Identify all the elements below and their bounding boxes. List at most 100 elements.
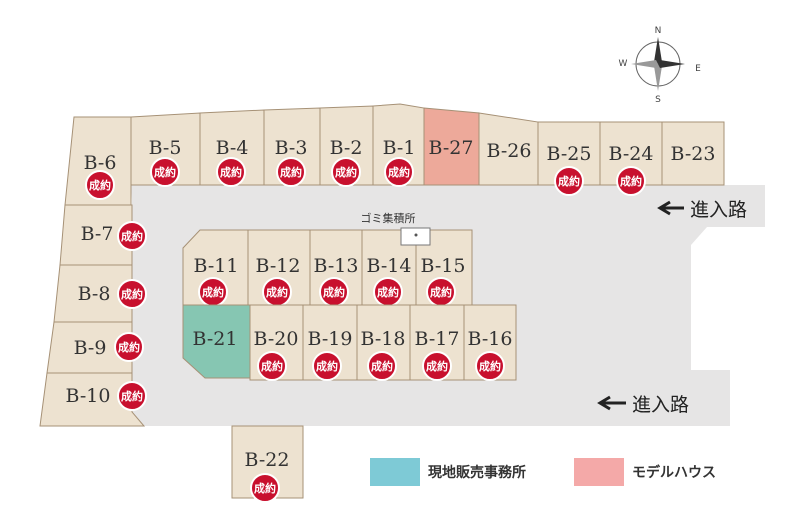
sold-badge: 成約 xyxy=(276,157,306,187)
legend-model-label: モデルハウス xyxy=(632,464,716,481)
lot-B-18[interactable]: B-18 成約 xyxy=(356,304,411,381)
lot-B-19[interactable]: B-19 成約 xyxy=(302,304,358,381)
svg-text:成約: 成約 xyxy=(220,165,242,179)
compass-e: E xyxy=(695,64,701,74)
lot-label: B-24 xyxy=(609,143,654,165)
lot-label: B-12 xyxy=(256,255,301,277)
lot-label: B-4 xyxy=(216,137,249,159)
arrow-left-icon xyxy=(657,200,684,216)
svg-text:成約: 成約 xyxy=(280,165,302,179)
svg-text:成約: 成約 xyxy=(121,389,143,403)
lot-label: B-23 xyxy=(671,143,716,165)
sold-badge: 成約 xyxy=(117,221,147,251)
lot-label: B-2 xyxy=(330,137,363,159)
lot-label: B-17 xyxy=(415,328,460,350)
lot-label: B-25 xyxy=(547,143,592,165)
svg-text:成約: 成約 xyxy=(479,359,501,373)
svg-text:成約: 成約 xyxy=(118,340,140,354)
lot-B-23[interactable]: B-23 xyxy=(661,121,725,186)
compass-w: W xyxy=(619,59,628,69)
lot-B-13[interactable]: B-13 成約 xyxy=(309,229,363,307)
svg-text:成約: 成約 xyxy=(261,359,283,373)
lot-label: B-15 xyxy=(421,255,466,277)
svg-text:成約: 成約 xyxy=(377,285,399,299)
lot-label: B-13 xyxy=(314,255,359,277)
lot-B-17[interactable]: B-17 成約 xyxy=(409,304,465,381)
lot-B-15[interactable]: B-15 成約 xyxy=(415,229,473,307)
lot-B-6[interactable]: B-6 成約 xyxy=(64,116,132,206)
lot-label: B-27 xyxy=(429,137,474,159)
sold-badge: 成約 xyxy=(373,277,403,307)
arrow-left-icon xyxy=(597,395,626,411)
lot-B-22[interactable]: B-22 成約 xyxy=(231,425,304,503)
lot-label: B-3 xyxy=(275,137,308,159)
svg-text:成約: 成約 xyxy=(202,285,224,299)
lot-B-4[interactable]: B-4 成約 xyxy=(199,109,265,187)
lot-B-11[interactable]: B-11 成約 xyxy=(182,229,249,307)
svg-text:成約: 成約 xyxy=(316,359,338,373)
lot-B-24[interactable]: B-24 成約 xyxy=(599,121,663,196)
garbage-area-label: ゴミ集積所 xyxy=(361,211,416,225)
lot-B-16[interactable]: B-16 成約 xyxy=(463,304,517,381)
lot-B-26[interactable]: B-26 xyxy=(478,112,539,186)
svg-text:成約: 成約 xyxy=(558,174,580,188)
lot-B-3[interactable]: B-3 成約 xyxy=(263,107,321,187)
lot-B-21[interactable]: B-21 xyxy=(182,304,251,379)
lot-label: B-14 xyxy=(367,255,412,277)
svg-text:成約: 成約 xyxy=(426,359,448,373)
svg-text:成約: 成約 xyxy=(335,165,357,179)
entrance-top-label: 進入路 xyxy=(690,199,747,221)
lot-B-14[interactable]: B-14 成約 xyxy=(361,229,417,307)
sold-badge: 成約 xyxy=(616,166,646,196)
sold-badge: 成約 xyxy=(554,166,584,196)
sold-badge: 成約 xyxy=(262,277,292,307)
lot-B-8[interactable]: B-8 成約 xyxy=(53,264,147,323)
sold-badge: 成約 xyxy=(426,277,456,307)
lot-B-10[interactable]: B-10 成約 xyxy=(39,372,147,427)
lot-label: B-7 xyxy=(81,223,114,245)
svg-text:成約: 成約 xyxy=(121,229,143,243)
svg-text:成約: 成約 xyxy=(254,481,276,495)
lot-B-2[interactable]: B-2 成約 xyxy=(319,105,374,187)
lot-B-1[interactable]: B-1 成約 xyxy=(372,103,425,187)
lot-label: B-22 xyxy=(245,449,290,471)
lot-B-7[interactable]: B-7 成約 xyxy=(59,204,147,266)
sold-badge: 成約 xyxy=(312,351,342,381)
lot-label: B-11 xyxy=(194,255,239,277)
svg-text:成約: 成約 xyxy=(620,174,642,188)
lots: B-6 成約 B-5 成約 B-4 成約 B-3 成約 B-2 成約 B-1 成… xyxy=(39,103,725,503)
lot-label: B-8 xyxy=(78,283,111,305)
lot-label: B-18 xyxy=(361,328,406,350)
sold-badge: 成約 xyxy=(257,351,287,381)
garbage-area-box xyxy=(400,227,431,246)
sold-badge: 成約 xyxy=(150,157,180,187)
sold-badge: 成約 xyxy=(367,351,397,381)
svg-text:成約: 成約 xyxy=(371,359,393,373)
lot-label: B-21 xyxy=(193,328,238,350)
svg-text:成約: 成約 xyxy=(388,165,410,179)
sold-badge: 成約 xyxy=(198,277,228,307)
compass-n: N xyxy=(655,26,662,36)
svg-text:成約: 成約 xyxy=(266,285,288,299)
lot-B-20[interactable]: B-20 成約 xyxy=(249,304,304,381)
entrance-bottom: 進入路 xyxy=(597,394,689,416)
lot-label: B-16 xyxy=(468,328,513,350)
lot-B-9[interactable]: B-9 成約 xyxy=(46,321,144,374)
compass-s: S xyxy=(655,95,661,105)
lot-label: B-1 xyxy=(383,137,416,159)
lot-B-25[interactable]: B-25 成約 xyxy=(537,121,601,196)
sold-badge: 成約 xyxy=(331,157,361,187)
lot-B-27[interactable]: B-27 xyxy=(423,107,480,186)
lot-B-5[interactable]: B-5 成約 xyxy=(130,112,201,187)
svg-text:成約: 成約 xyxy=(89,178,111,192)
svg-text:成約: 成約 xyxy=(323,285,345,299)
legend-office-label: 現地販売事務所 xyxy=(428,464,526,481)
garbage-area: ゴミ集積所 xyxy=(361,211,431,246)
lot-B-12[interactable]: B-12 成約 xyxy=(247,229,311,307)
lot-label: B-20 xyxy=(254,328,299,350)
lot-label: B-6 xyxy=(84,152,117,174)
sold-badge: 成約 xyxy=(216,157,246,187)
sold-badge: 成約 xyxy=(384,157,414,187)
compass: N E S W xyxy=(619,26,702,105)
